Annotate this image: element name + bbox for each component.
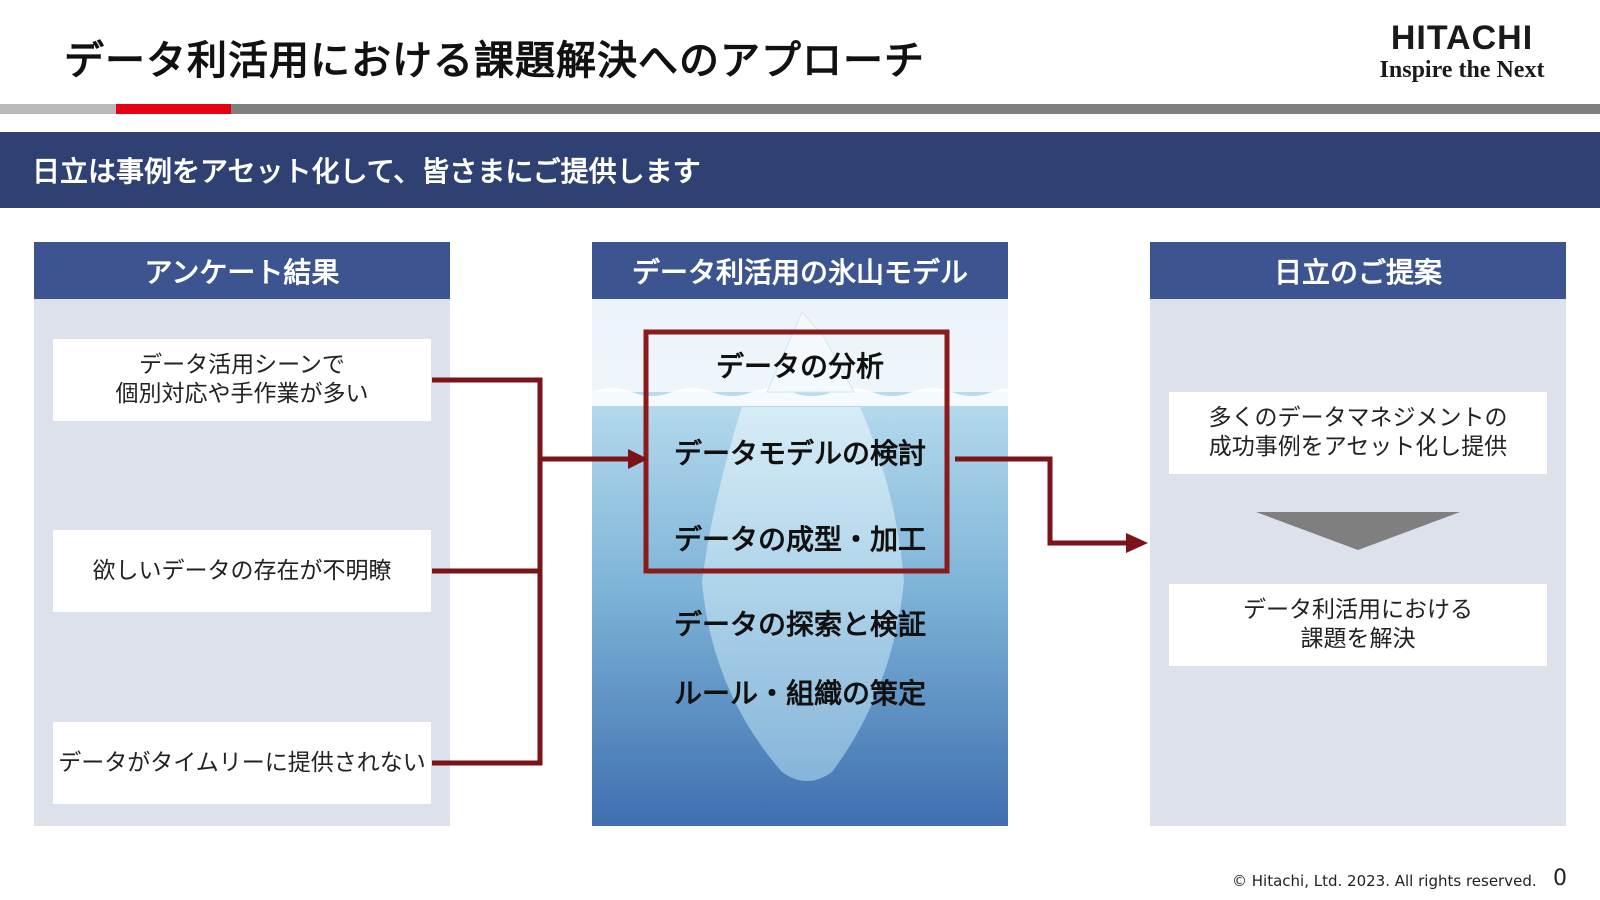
iceberg-item-shaping: データの成型・加工 [673, 523, 926, 556]
survey-panel-title: アンケート結果 [34, 242, 450, 299]
arrow-head-icon [628, 449, 648, 469]
iceberg-panel: データ利活用の氷山モデル データの分析 データモデルの検討 データの成型・加工 … [592, 242, 1008, 826]
banner-text: 日立は事例をアセット化して、皆さまにご提供します [32, 155, 701, 188]
proposal-card-line: 多くのデータマネジメントの [1208, 405, 1508, 431]
down-arrow-icon [1256, 512, 1460, 550]
proposal-card-assets: 多くのデータマネジメントの 成功事例をアセット化し提供 [1169, 392, 1547, 474]
survey-card-unclear-data: 欲しいデータの存在が不明瞭 [53, 530, 431, 612]
proposal-panel: 日立のご提案 多くのデータマネジメントの 成功事例をアセット化し提供 データ利活… [1150, 242, 1566, 826]
survey-card-line: データ活用シーンで [139, 352, 345, 378]
header-rule-gray-right [231, 104, 1600, 114]
survey-panel: アンケート結果 データ活用シーンで 個別対応や手作業が多い 欲しいデータの存在が… [34, 242, 450, 826]
logo-wordmark: HITACHI [1390, 19, 1534, 57]
hitachi-logo: HITACHI Inspire the Next [1352, 20, 1572, 84]
footer-copyright: © Hitachi, Ltd. 2023. All rights reserve… [1232, 872, 1537, 890]
iceberg-item-rules: ルール・組織の策定 [673, 677, 926, 710]
survey-card-line: データがタイムリーに提供されない [58, 749, 426, 776]
message-banner: 日立は事例をアセット化して、皆さまにご提供します [0, 132, 1600, 208]
proposal-card-solve: データ利活用における 課題を解決 [1169, 584, 1547, 666]
arrow-head-icon [1126, 533, 1148, 553]
survey-card-manual-work: データ活用シーンで 個別対応や手作業が多い [53, 339, 431, 421]
iceberg-item-modeling: データモデルの検討 [673, 437, 926, 470]
proposal-card-line: データ利活用における [1243, 597, 1473, 623]
iceberg-underwater [702, 407, 904, 781]
proposal-panel-title: 日立のご提案 [1150, 242, 1566, 299]
iceberg-tip [766, 311, 855, 393]
header-rule-red [116, 104, 231, 114]
survey-card-line: 個別対応や手作業が多い [115, 381, 369, 407]
header-rule-gray-left [0, 104, 116, 114]
page-number: 0 [1553, 866, 1567, 891]
above-water-frame [643, 329, 950, 574]
connector-to-proposal [955, 456, 1128, 546]
wave-line [592, 388, 1008, 406]
iceberg-item-exploration: データの探索と検証 [673, 608, 926, 641]
iceberg-item-analysis: データの分析 [715, 350, 884, 383]
iceberg-illustration [592, 242, 1008, 826]
survey-card-untimely-data: データがタイムリーに提供されない [53, 722, 431, 804]
logo-tagline: Inspire the Next [1379, 57, 1545, 83]
iceberg-panel-title: データ利活用の氷山モデル [592, 242, 1008, 299]
proposal-card-line: 課題を解決 [1300, 626, 1416, 652]
survey-card-line: 欲しいデータの存在が不明瞭 [92, 557, 392, 584]
proposal-card-line: 成功事例をアセット化し提供 [1208, 434, 1508, 460]
slide-title: データ利活用における課題解決へのアプローチ [64, 38, 925, 84]
